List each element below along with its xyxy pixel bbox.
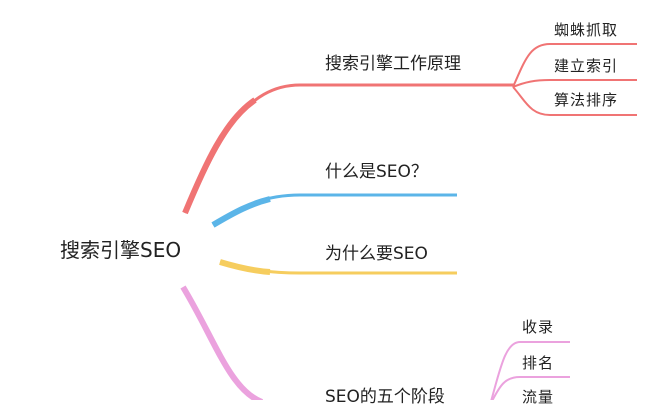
leaf-node[interactable]: 建立索引: [554, 57, 619, 75]
branch-connector-red-thick: [182, 97, 257, 215]
branch-connector-blue-thick: [211, 196, 271, 228]
sub-connector-2: [512, 79, 637, 88]
sub-connector-1: [512, 43, 637, 88]
branch-node-what-is-seo[interactable]: 什么是SEO？: [325, 162, 428, 182]
branch-node-how-search-works[interactable]: 搜索引擎工作原理: [325, 54, 461, 74]
root-node[interactable]: 搜索引擎SEO: [60, 238, 182, 262]
branch-connector-pink: [180, 285, 264, 400]
leaf-node[interactable]: 算法排序: [554, 91, 619, 109]
leaf-node[interactable]: 蜘蛛抓取: [554, 21, 619, 39]
branch-connector-yellow-thick: [219, 259, 271, 275]
sub-connector-5: [491, 376, 570, 400]
sub-connector-3: [512, 86, 637, 116]
branch-node-why-seo[interactable]: 为什么要SEO: [325, 244, 428, 264]
leaf-node[interactable]: 排名: [522, 354, 555, 372]
sub-connector-4: [490, 341, 570, 400]
branch-connector-blue: [212, 193, 457, 227]
leaf-node[interactable]: 收录: [522, 318, 555, 336]
branch-node-seo-stages[interactable]: SEO的五个阶段: [325, 387, 445, 407]
leaf-node[interactable]: 流量: [522, 388, 555, 406]
